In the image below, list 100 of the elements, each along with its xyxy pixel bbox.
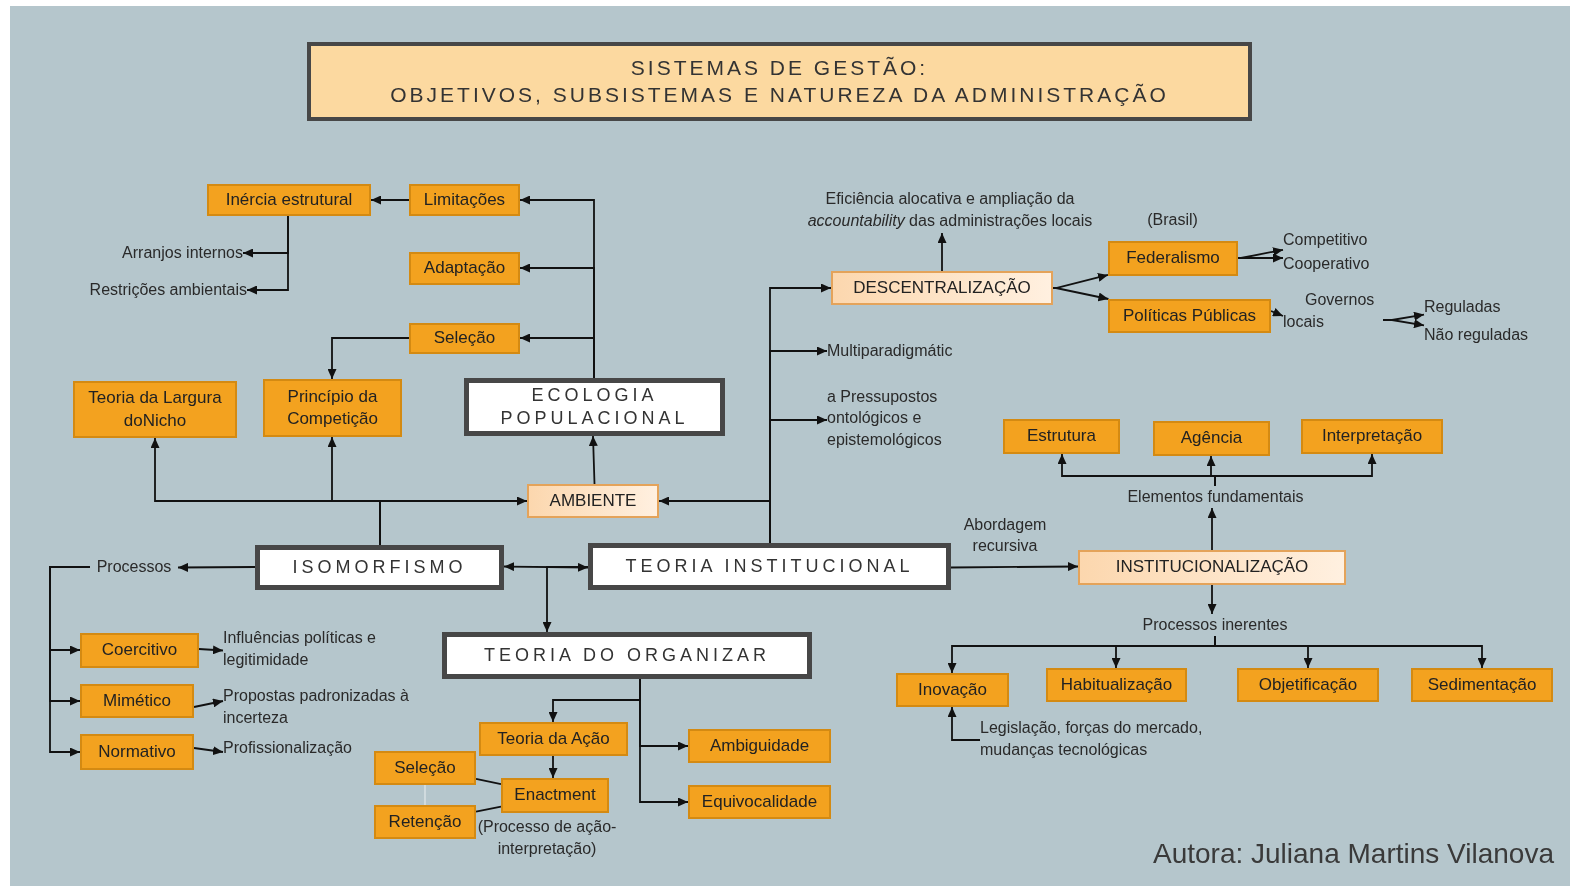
box-label: Enactment [513, 784, 597, 807]
box-label: TEORIA DO ORGANIZAR [483, 643, 771, 667]
concept-box [80, 684, 194, 718]
arrow [519, 333, 595, 379]
box-label: ECOLOGIA POPULACIONAL [499, 383, 690, 430]
arrow [1214, 635, 1487, 669]
box-label: Coercitivo [100, 639, 179, 662]
concept-box [1237, 668, 1379, 702]
arrow [950, 562, 1079, 572]
note-text: Reguladas [1424, 296, 1514, 318]
box-label: Ambiguidade [708, 734, 811, 757]
arrow [1207, 584, 1217, 615]
concept-box [409, 323, 520, 354]
note-text: Restrições ambientais [70, 279, 247, 301]
box-label: Princípio da Competição [286, 385, 379, 430]
arrow [198, 645, 224, 655]
concept-box [1003, 419, 1120, 454]
arrow [639, 678, 689, 807]
concept-box [73, 381, 237, 438]
box-label: TEORIA INSTITUCIONAL [624, 554, 915, 578]
concept-box [501, 778, 609, 813]
arrow [542, 566, 589, 633]
box-label: Interpretação [1320, 425, 1424, 448]
box-label: Seleção [432, 327, 497, 350]
annotation-text: (Brasil) [1146, 210, 1199, 230]
box-label: DESCENTRALIZAÇÃO [852, 276, 1032, 299]
note-text: Propostas padronizadas à incerteza [223, 681, 413, 733]
note-text: Elementos fundamentais [1118, 486, 1313, 508]
box-label: Limitações [422, 188, 507, 211]
arrow [370, 195, 410, 205]
arrow [49, 566, 91, 757]
box-label: Federalismo [1125, 247, 1221, 270]
arrow [937, 232, 947, 272]
concept-box [688, 785, 831, 819]
theory-box [442, 632, 812, 679]
box-label: Inércia estrutural [224, 188, 354, 211]
theory-box [464, 378, 725, 436]
arrow [769, 415, 828, 544]
theory-box [588, 543, 951, 590]
box-label: Equivocalidade [700, 790, 819, 813]
note-text: Cooperativo [1283, 253, 1383, 275]
arrow [947, 706, 981, 741]
box-label: ISOMORFISMO [291, 555, 468, 579]
author-caption: Autora: Juliana Martins Vilanova [1152, 838, 1554, 870]
concept-box [896, 673, 1009, 707]
box-label: Inovação [917, 678, 988, 701]
concept-box [688, 729, 831, 763]
arrow [1270, 308, 1284, 317]
note-text: Eficiência alocativa e ampliação da accountability das administrações locais [785, 187, 1115, 233]
arrow [193, 698, 224, 708]
arrow [588, 435, 598, 485]
box-label: Estrutura [1026, 425, 1097, 448]
box-label: Adaptação [422, 257, 507, 280]
box-label: Mimético [102, 689, 172, 712]
arrow [177, 562, 256, 572]
arrow [1214, 453, 1377, 487]
concept-box [1153, 421, 1270, 456]
box-label: Seleção [393, 756, 457, 779]
box-label: Teoria da Largura doNicho [87, 387, 223, 432]
box-label: Normativo [97, 740, 177, 763]
concept-box [80, 734, 194, 770]
box-label: Agência [1179, 427, 1244, 450]
note-text: Não reguladas [1424, 324, 1539, 346]
highlight-box [831, 271, 1053, 305]
box-label: INSTITUCIONALIZAÇÃO [1114, 556, 1310, 579]
connector-line [475, 777, 502, 785]
note-text: Governos locais [1283, 288, 1383, 334]
connector-line [475, 805, 502, 813]
box-label: Sedimentação [1426, 673, 1538, 696]
concept-box [1411, 668, 1553, 702]
concept-box [80, 633, 199, 668]
box-label: Políticas Públicas [1121, 304, 1258, 327]
arrow [1382, 319, 1425, 329]
concept-box [409, 252, 520, 285]
note-text: Influências políticas e legitimidade [223, 626, 388, 672]
theory-box [255, 545, 504, 590]
concept-box [1046, 668, 1187, 702]
note-text: Processos inerentes [1135, 614, 1295, 636]
arrow [548, 755, 558, 779]
arrow [246, 215, 289, 295]
note-text: Multiparadigmátic [827, 340, 977, 362]
concept-box [409, 184, 520, 216]
arrow [193, 746, 224, 756]
concept-box [479, 722, 628, 756]
title-text: SISTEMAS DE GESTÃO: OBJETIVOS, SUBSISTEMAS E NATUREZA DA ADMINISTRAÇÃO [390, 55, 1169, 108]
highlight-box [1078, 550, 1346, 585]
arrow [1207, 507, 1217, 551]
highlight-box [527, 484, 659, 518]
concept-box [1301, 419, 1443, 454]
arrow [327, 337, 410, 380]
concept-box [1108, 241, 1238, 276]
note-text: Arranjos internos [100, 242, 243, 264]
note-text: a Pressupostos ontológicos e epistemológicos [827, 382, 962, 454]
box-label: Objetificação [1257, 673, 1359, 696]
concept-box [374, 751, 476, 785]
box-label: Habitualização [1059, 673, 1174, 696]
concept-box [374, 805, 476, 839]
concept-box [207, 184, 371, 216]
concept-box [263, 379, 402, 437]
note-text: Competitivo [1283, 229, 1383, 251]
